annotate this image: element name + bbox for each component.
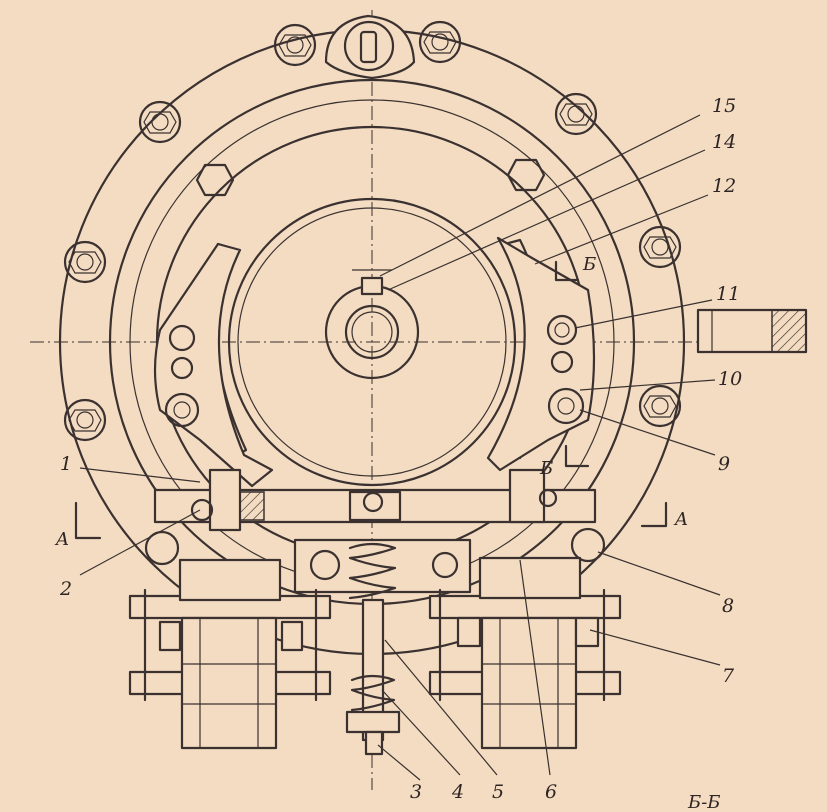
label-12: 12 [712, 175, 736, 197]
bolt-right-low [638, 384, 682, 428]
label-14: 14 [712, 131, 736, 153]
section-labels: A A Б Б Б-Б [54, 254, 721, 812]
label-11: 11 [716, 283, 740, 305]
nut-inner-right [506, 158, 546, 192]
label-3: 3 [410, 781, 422, 803]
bolt-right-mid [638, 225, 682, 269]
section-view-title: Б-Б [687, 792, 721, 812]
leader-lines [79, 114, 721, 781]
label-7: 7 [722, 665, 735, 687]
electromagnet-right [428, 556, 622, 750]
bolt-left-mid [63, 240, 107, 284]
shaft [696, 308, 808, 354]
spring-assembly [345, 542, 401, 756]
label-9: 9 [718, 453, 730, 475]
label-15: 15 [712, 95, 736, 117]
electromagnet-left [128, 558, 332, 750]
label-8: 8 [722, 595, 734, 617]
bolt-top-left [273, 23, 317, 67]
label-2: 2 [59, 578, 72, 600]
bolt-top-right [418, 20, 462, 64]
section-b-bottom: Б [539, 458, 553, 479]
brake-shoe-left [153, 242, 274, 488]
section-markers [74, 260, 668, 540]
label-1: 1 [60, 453, 72, 475]
bolt-left-low [63, 398, 107, 442]
section-a-left: A [54, 529, 69, 550]
section-b-top: Б [582, 254, 596, 275]
label-10: 10 [718, 368, 742, 390]
bolt-left-upper [138, 100, 182, 144]
nut-inner-left [195, 163, 235, 197]
lever-mechanism [144, 468, 606, 594]
brake-shoe-right [486, 236, 596, 472]
section-a-right: A [673, 509, 688, 530]
label-4: 4 [451, 781, 464, 803]
brake-drum [227, 197, 517, 487]
label-6: 6 [545, 781, 557, 803]
label-5: 5 [492, 781, 504, 803]
part-labels: 15 14 12 11 10 9 1 2 8 7 3 4 5 6 [59, 95, 742, 803]
bolt-right-upper [554, 92, 598, 136]
flange-bolts [63, 20, 682, 442]
